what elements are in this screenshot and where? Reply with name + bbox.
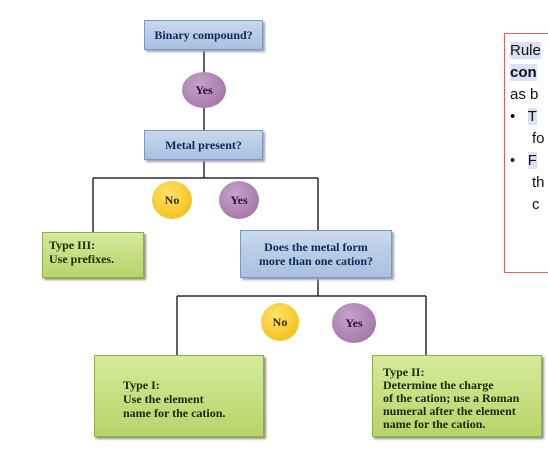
type-i-text-line1: Use the element	[123, 392, 204, 406]
type-iii-box: Type III: Use prefixes.	[42, 232, 144, 278]
rule-text-panel: Rule con as b • T fo • F th c	[504, 33, 548, 273]
type-ii-text-line3: numeral after the element	[383, 404, 516, 418]
panel-bullet-2b: th	[532, 174, 545, 191]
yes-circle-2-label: Yes	[230, 192, 248, 207]
type-ii-box: Type II: Determine the charge of the cat…	[372, 355, 542, 437]
type-ii-text-line4: name for the cation.	[383, 417, 486, 431]
panel-bullet-2c: c	[532, 196, 540, 213]
yes-circle-1: Yes	[182, 72, 226, 108]
no-circle-2-label: No	[164, 192, 180, 207]
type-ii-text-line1: Determine the charge	[383, 378, 494, 392]
panel-line-3: as b	[510, 86, 539, 103]
question-multiple-cations-line2: more than one cation?	[258, 254, 374, 268]
panel-line-1: Rule	[510, 42, 541, 59]
no-circle-3-label: No	[272, 314, 288, 329]
question-multiple-cations: Does the metal form more than one cation…	[240, 230, 392, 278]
no-circle-2: No	[152, 181, 192, 219]
question-metal-present-text: Metal present?	[165, 138, 242, 152]
yes-circle-2: Yes	[219, 181, 259, 219]
type-i-box: Type I: Use the element name for the cat…	[94, 355, 264, 437]
yes-circle-1-label: Yes	[195, 82, 213, 97]
question-metal-present: Metal present?	[144, 130, 263, 160]
no-circle-3: No	[261, 303, 299, 341]
panel-bullet-1b: fo	[532, 130, 545, 147]
bullet-icon-1: •	[510, 108, 528, 125]
yes-circle-3: Yes	[332, 303, 376, 343]
question-binary-compound: Binary compound?	[144, 20, 263, 50]
question-binary-compound-text: Binary compound?	[154, 28, 253, 42]
yes-circle-3-label: Yes	[345, 315, 363, 330]
bullet-icon-2: •	[510, 152, 528, 169]
type-iii-text: Use prefixes.	[49, 252, 115, 266]
type-i-title: Type I:	[123, 378, 160, 392]
type-i-text-line2: name for the cation.	[123, 406, 226, 420]
panel-bullet-2a: F	[527, 152, 537, 169]
type-iii-title: Type III:	[49, 238, 96, 252]
panel-line-2: con	[510, 64, 537, 81]
type-ii-title: Type II:	[383, 365, 425, 379]
type-ii-text-line2: of the cation; use a Roman	[383, 391, 520, 405]
panel-bullet-1a: T	[527, 108, 537, 125]
question-multiple-cations-line1: Does the metal form	[264, 240, 368, 254]
